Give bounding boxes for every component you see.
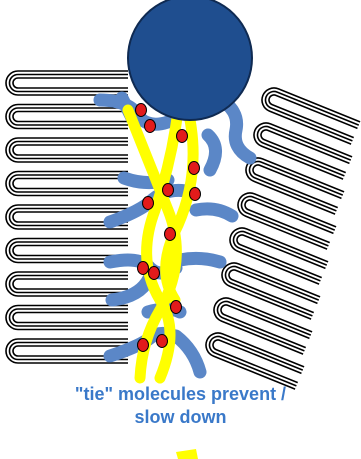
tie-molecule xyxy=(208,135,216,170)
lamellar-fold-icon xyxy=(250,119,352,179)
entanglement-point-icon xyxy=(177,130,188,143)
lamellar-fold-icon xyxy=(202,329,304,389)
entanglement-point-icon xyxy=(138,262,149,275)
lamellar-fold-icon xyxy=(210,294,312,354)
entanglement-point-icon xyxy=(163,184,174,197)
tie-molecule xyxy=(176,336,200,372)
lamellar-fold-icon xyxy=(6,71,128,95)
lamellar-fold-icon xyxy=(226,224,328,284)
lamellar-fold-icon xyxy=(258,84,360,144)
entanglement-point-icon xyxy=(136,104,147,117)
entanglement-point-icon xyxy=(171,301,182,314)
entanglement-point-icon xyxy=(165,228,176,241)
entanglement-point-icon xyxy=(189,162,200,175)
tie-molecule xyxy=(180,258,220,262)
caption-line-2: slow down xyxy=(0,406,361,429)
lamellar-fold-icon xyxy=(234,189,336,249)
arrow-icon xyxy=(176,449,198,459)
right-crystal-block-icon xyxy=(202,84,360,389)
lamellar-fold-icon xyxy=(6,105,128,129)
particle-icon xyxy=(128,0,252,120)
tie-molecule xyxy=(196,209,232,216)
entanglement-point-icon xyxy=(157,335,168,348)
lamellar-fold-icon xyxy=(6,272,128,296)
entanglement-point-icon xyxy=(190,188,201,201)
caption-line-1: "tie" molecules prevent / xyxy=(0,383,361,406)
entanglement-point-icon xyxy=(143,197,154,210)
entanglement-point-icon xyxy=(149,267,160,280)
entanglement-point-icon xyxy=(145,120,156,133)
lamellar-fold-icon xyxy=(242,154,344,214)
lamellar-fold-icon xyxy=(6,306,128,330)
lamellar-fold-icon xyxy=(218,259,320,319)
entanglement-point-icon xyxy=(138,339,149,352)
lamellar-fold-icon xyxy=(6,172,128,196)
lamellar-fold-icon xyxy=(6,138,128,162)
